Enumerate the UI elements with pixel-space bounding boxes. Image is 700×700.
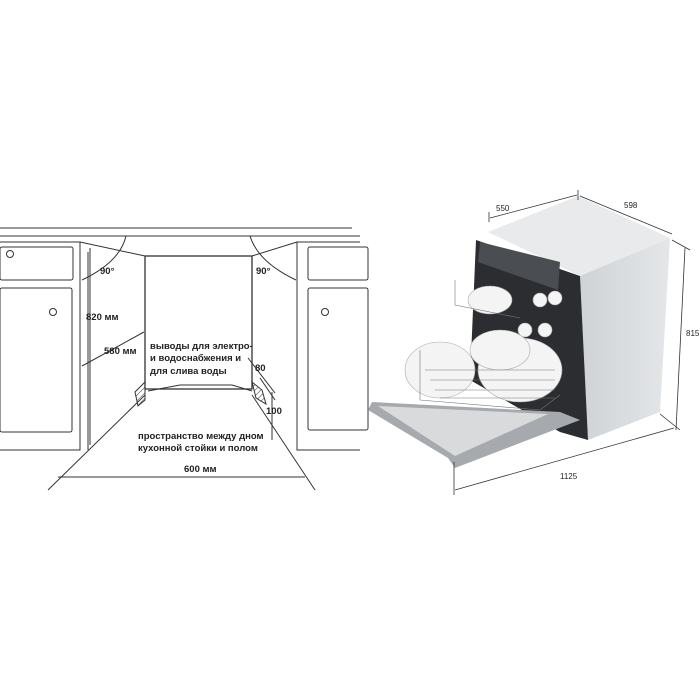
- angle-left-label: 90°: [100, 266, 115, 277]
- width-dimension: 598: [624, 201, 638, 210]
- height-label: 820 мм: [86, 312, 119, 323]
- dimension-lines: [453, 190, 691, 495]
- outlets-line-1: выводы для электро-: [150, 341, 253, 352]
- outlets-line-3: для слива воды: [150, 366, 227, 377]
- open-depth-dimension: 1125: [560, 472, 578, 481]
- plinth-line-1: пространство между дном: [138, 431, 264, 442]
- dishwasher-illustration: [368, 196, 670, 468]
- right-cabinet: [296, 241, 369, 451]
- width-label: 600 мм: [184, 464, 217, 475]
- plinth-line-2: кухонной стойки и полом: [138, 443, 258, 454]
- dim-100-label: 100: [266, 406, 282, 417]
- depth-label: 580 мм: [104, 346, 137, 357]
- dim-80-label: 80: [255, 363, 266, 374]
- outlets-line-2: и водоснабжения и: [150, 353, 241, 364]
- angle-right-label: 90°: [256, 266, 271, 277]
- depth-dimension: 550: [496, 204, 510, 213]
- height-dimension: 815: [686, 329, 700, 338]
- niche-drawing: [0, 227, 369, 491]
- knob-icon: [6, 250, 14, 258]
- left-cabinet: [0, 241, 89, 451]
- knob-icon: [321, 308, 329, 316]
- knob-icon: [49, 308, 57, 316]
